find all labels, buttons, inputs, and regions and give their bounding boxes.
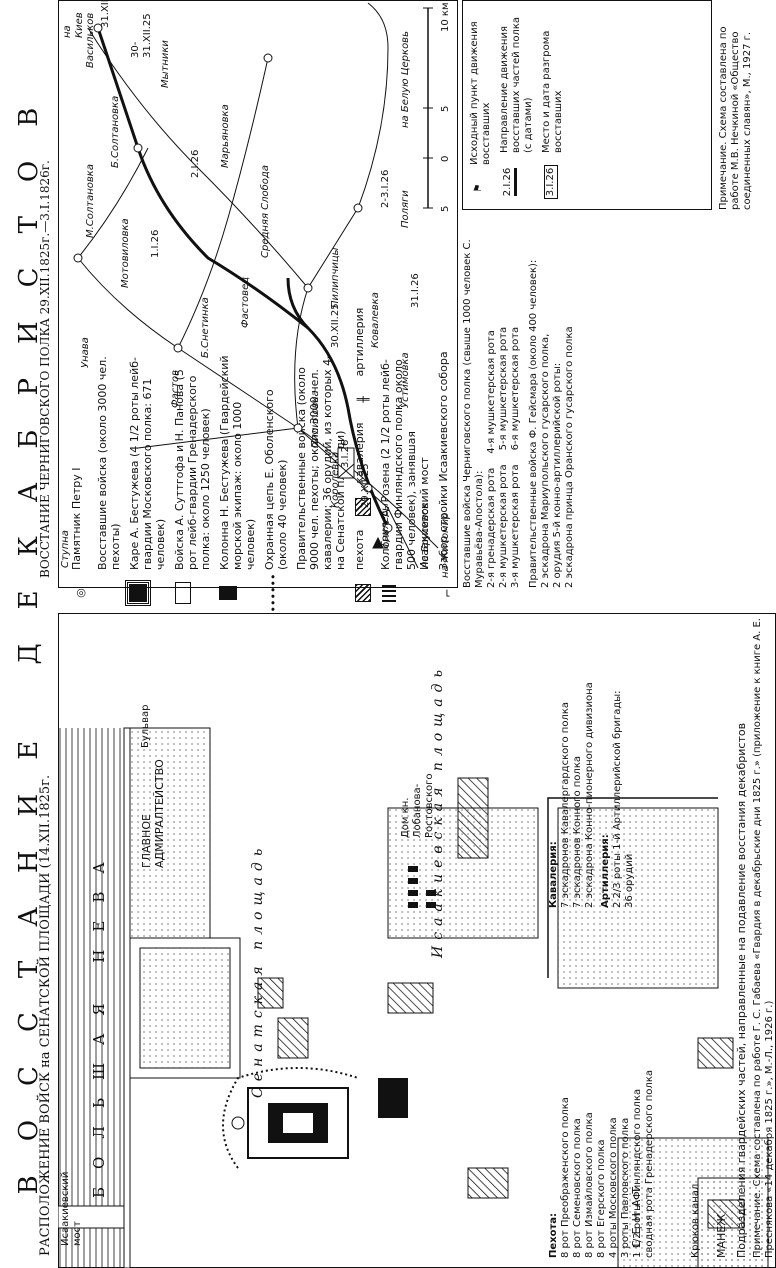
place-labels: Ступна <box>60 530 71 568</box>
boulevard-label: Бульвар <box>140 704 151 748</box>
date-label: 2-3.I.26 <box>380 169 391 208</box>
date-label: 2.I.26 <box>190 149 201 178</box>
start-flag <box>372 536 388 549</box>
isaac-fence <box>547 797 718 978</box>
senate-square-label: Сенатская площадь <box>250 842 266 1098</box>
rebel-route <box>96 27 390 529</box>
peter-monument <box>231 1116 245 1130</box>
obolensky-chain <box>222 1067 359 1169</box>
date-label: 30.XII.25 <box>330 303 341 348</box>
road-belaya-tserkov: на Белую Церковь <box>400 31 411 128</box>
chernigov-note: Примечание. Схема составлена по работе М… <box>718 26 753 210</box>
scale-label-0: 0 <box>440 155 451 162</box>
manege-label: МАНЕЖ <box>715 1213 728 1258</box>
neva-label: БОЛЬШАЯ НЕВА <box>90 844 108 1198</box>
units-lists: Кавалерия: 7 эскадронов Кавалергардского… <box>548 682 635 908</box>
senate-square-map <box>58 727 769 1268</box>
admiralty-label: ГЛАВНОЕ АДМИРАЛТЕЙСТВО <box>140 759 166 868</box>
place-pilipchitsy: Пилипчицы <box>330 247 341 308</box>
place-unava: Унава <box>80 337 91 368</box>
road-zhitomir: на Житомир <box>440 512 451 578</box>
n-bestuzhev-column <box>378 1078 408 1118</box>
place-trilesy: Трилесы <box>380 503 391 548</box>
place-b-snetinka: Б.Снетинка <box>200 297 211 358</box>
chernigov-legend: ⚑Исходный пункт движения восставших 2.I.… <box>462 0 712 210</box>
units-header: Подразделения гвардейских частей, направ… <box>735 722 748 1258</box>
place-mytniki: Мытники <box>160 40 171 88</box>
place-polyagi: Поляги <box>400 190 411 228</box>
place-motovilovka: Мотовиловка <box>120 218 131 288</box>
isaac-cathedral-site <box>557 807 719 989</box>
place-maryanovka: Марьяновка <box>220 104 231 168</box>
place-fastov: Фастов <box>170 369 181 408</box>
infantry-list: Пехота: 8 рот Преображенского полка 8 ро… <box>548 1070 655 1258</box>
road-brusilov: на Брусилов <box>420 502 431 568</box>
scale-bar <box>423 7 433 209</box>
scale-label-5b: 5 <box>440 105 451 112</box>
lobanov-label: Дом кн. Лобанова-Ростовского <box>400 773 435 838</box>
scale-label-10: 10 км <box>440 2 451 33</box>
chernigov-forces-text: Восставшие войска Черниговского полка (с… <box>462 239 575 588</box>
monument-square <box>247 1087 349 1159</box>
isaac-bridge <box>58 1205 125 1229</box>
place-ustimovka: Устимовка <box>400 352 411 408</box>
road-kiev: на Киев <box>62 12 85 38</box>
chernigov-map <box>73 2 439 569</box>
isaac-bridge-label: Исаакиевский мост <box>60 1171 83 1246</box>
place-kovalevka: Ковалевка <box>370 292 381 348</box>
date-label: 29.XII.25 <box>360 463 371 508</box>
date-label: 31.I.26 <box>410 273 421 308</box>
neva-river <box>59 728 121 1268</box>
place-m-soltanovka: М.Солтановка <box>85 164 96 238</box>
senate-map-title: РАСПОЛОЖЕНИЕ ВОЙСК на СЕНАТСКОЙ ПЛОЩАДИ … <box>38 774 53 1256</box>
date-label: 1.I.26 <box>150 229 161 258</box>
defeat-marker <box>337 447 355 479</box>
chernigov-title: ВОССТАНИЕ ЧЕРНИГОВСКОГО ПОЛКА 29.XII.182… <box>38 160 52 578</box>
date-label: 30-31.XII.25 <box>130 13 153 58</box>
date-label: 31.XII.25 <box>100 0 111 28</box>
place-fastovets: Фастовец <box>240 276 251 328</box>
place-srednyaya-sloboda: Средняя Слобода <box>260 165 271 258</box>
senate-note: Примечание. Схема составлена по работе Г… <box>752 618 775 1258</box>
kryukov-label: Крюков канал <box>690 1183 701 1258</box>
date-label: 3.I.26 <box>340 439 351 468</box>
place-pilipovka: Пилиповка <box>310 390 321 448</box>
place-b-soltanovka: Б.Солтановка <box>110 95 121 168</box>
scale-label-5a: 5 <box>440 205 451 212</box>
place-vasilkov: Васильков <box>85 12 96 68</box>
